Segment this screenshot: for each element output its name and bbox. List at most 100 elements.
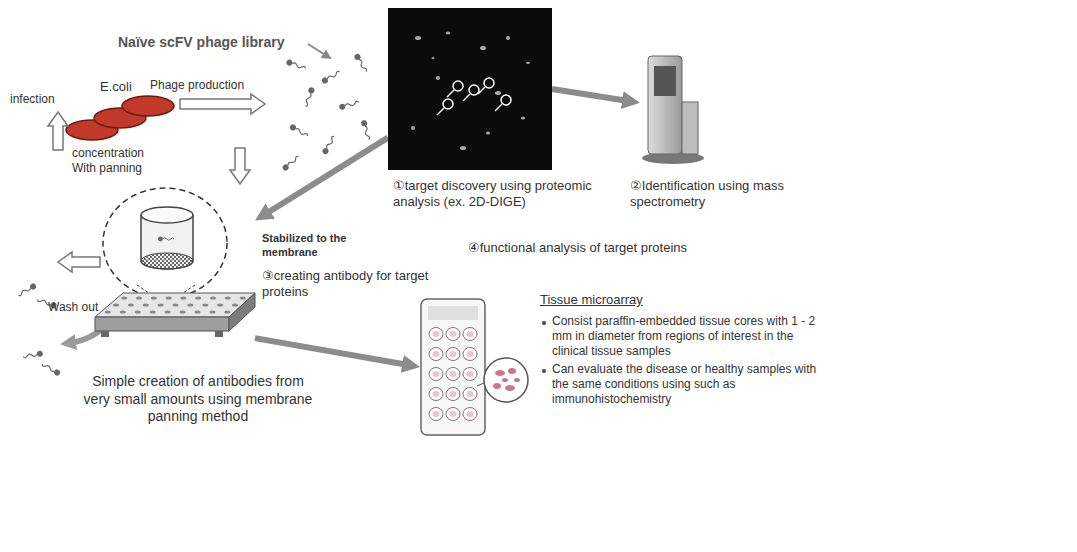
gel-spot [495,91,501,95]
plate-well [166,296,172,299]
tissue-core [450,411,457,417]
plate-well [150,310,156,313]
step-label: infection [10,92,70,107]
spot-marker [443,99,453,109]
plate-well [210,310,216,313]
plate-well [151,296,157,299]
mass-spectrometer-picture [640,52,706,165]
gel-spot [506,36,510,40]
tissue-core [446,328,460,341]
phage-icon [289,123,309,138]
plate-well [158,303,164,306]
bullet-note: Consist paraffin-embedded tissue cores w… [540,314,820,359]
phage-icon [321,135,336,155]
phage-icon [158,237,174,242]
section-heading: Tissue microarray [540,292,820,308]
step-label: Phage production [150,78,260,93]
pointer-arrow [308,44,330,58]
tissue-core [446,348,460,361]
hollow-arrow [58,252,100,272]
phage-icon [361,120,372,141]
plate-well [195,310,201,313]
gel-spot [480,46,486,50]
flow-arrow [265,138,388,215]
gel-spot [460,146,466,150]
cell-blob [493,383,501,389]
tissue-core [463,408,477,421]
flow-arrow [552,89,628,101]
cell-blob [495,370,505,376]
gel-spot [521,117,525,120]
tissue-core [446,368,460,381]
plate-well [180,310,186,313]
membrane-panning-device-picture [95,185,255,363]
tissue-core [429,368,443,381]
plate-foot [215,331,223,337]
instrument-screen [654,66,676,96]
gel-spot [411,126,415,130]
plate-well [143,303,149,306]
membrane-panning-device: Simple creation of antibodies from very … [95,185,255,363]
phage-icon [321,69,341,84]
step-caption: ①target discovery using proteomic analys… [393,178,623,211]
tissue-core [429,348,443,361]
step-label: concentration With panning [72,146,156,176]
phage-icon [339,100,360,111]
tissue-core [433,371,440,377]
cell-blob [502,378,508,382]
plate-well [113,303,119,306]
plate-well [217,303,223,306]
cell-blob [514,378,520,382]
zoom-circle [103,188,227,298]
tissue-core [463,348,477,361]
gel-image-picture [388,8,552,170]
gel-spot [446,32,450,35]
step-label: Wash out [48,300,118,315]
plate-well [173,303,179,306]
tissue-core [450,371,457,377]
phage-icon [281,154,300,171]
cell-blob [508,368,516,374]
tissue-core [463,388,477,401]
tissue-core [467,331,474,337]
plate-well [210,296,216,299]
tissue-core [467,371,474,377]
membrane [141,253,193,269]
hollow-arrow [180,94,265,114]
tissue-microarray-slide: Tissue microarrayConsist paraffin-embedd… [420,298,486,436]
hollow-arrow [48,112,68,150]
plate-foot [101,331,109,337]
hollow-arrows [48,94,265,272]
tissue-microarray-slide-picture [420,298,486,436]
tissue-core [433,351,440,357]
instrument-stage [682,102,698,154]
step-label: ③creating antibody for target proteins [262,268,434,301]
phage-icon [23,350,44,359]
phage-icon [17,282,37,297]
tissue-core [450,391,457,397]
plate-well [105,310,111,313]
gel-image: ①target discovery using proteomic analys… [388,8,552,170]
tissue-core [429,408,443,421]
phage-cloud [17,53,372,377]
plate-front [95,317,229,331]
phage-icon [41,361,61,376]
gel-spot [415,36,421,40]
bullet-note: Can evaluate the disease or healthy samp… [540,362,820,407]
spot-marker [478,87,485,94]
flow-arrow [255,338,408,365]
gel-ground [388,8,552,170]
tissue-core [446,388,460,401]
slide-label-area [428,306,478,320]
plate-well [224,310,230,313]
plate-well [232,303,238,306]
plate-side [229,293,255,331]
plate-well [135,310,141,313]
mass-spectrometer: ②Identification using mass spectrometry [640,52,706,165]
magnifier [484,358,528,402]
tissue-core [433,411,440,417]
plate-top [95,293,255,317]
plate-well [187,303,193,306]
tube-rim [141,207,193,223]
spot-marker [453,81,463,91]
